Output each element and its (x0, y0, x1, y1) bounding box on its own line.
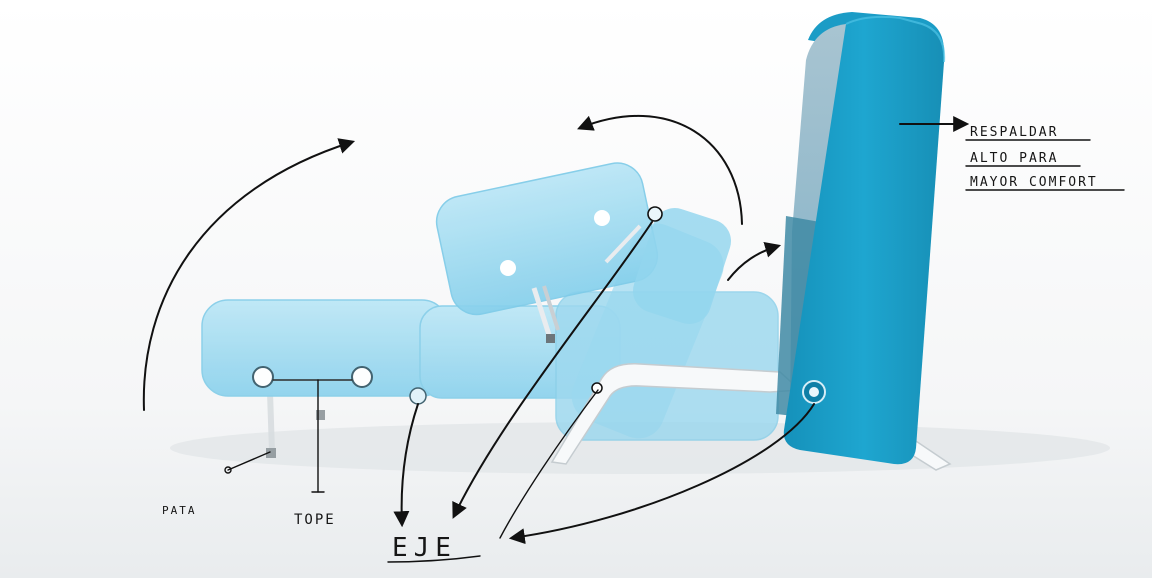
label-pata: PATA (162, 504, 197, 517)
eje-leader-4 (508, 403, 815, 545)
label-respaldar: RESPALDAR ALTO PARA MAYOR COMFORT (970, 125, 1098, 190)
backrest (776, 12, 946, 465)
axis-hole-2 (351, 366, 373, 388)
pata-leg (267, 391, 275, 453)
ink-annotations (142, 114, 1125, 563)
respaldar-line-3: MAYOR COMFORT (970, 175, 1098, 190)
tilted-pivot (647, 206, 663, 222)
backrest-shell (783, 16, 945, 465)
tope-stop (316, 410, 325, 420)
respaldar-line-2: ALTO PARA (970, 151, 1058, 166)
eje-leader-3 (499, 389, 599, 539)
tilted-cushion (435, 162, 732, 343)
eje-leader-1 (393, 403, 419, 528)
pata-leader (227, 451, 271, 471)
tilted-hole-1 (500, 260, 516, 276)
tilted-hole-2 (594, 210, 610, 226)
label-eje: EJE (392, 533, 457, 563)
axis-hole-3 (409, 387, 427, 405)
tilted-cushion-arm (632, 208, 732, 324)
pata-foot (266, 448, 276, 458)
label-tope: TOPE (294, 512, 336, 528)
eje-leader-2 (452, 221, 653, 519)
eje-underline (387, 555, 481, 563)
seat-cushion-1 (201, 299, 449, 397)
rotation-arrow-left (142, 138, 356, 411)
axis-hole-1 (252, 366, 274, 388)
respaldar-line-1: RESPALDAR (970, 125, 1058, 140)
rotation-arrow-back (727, 242, 782, 281)
rotation-arrow-top (577, 114, 743, 225)
